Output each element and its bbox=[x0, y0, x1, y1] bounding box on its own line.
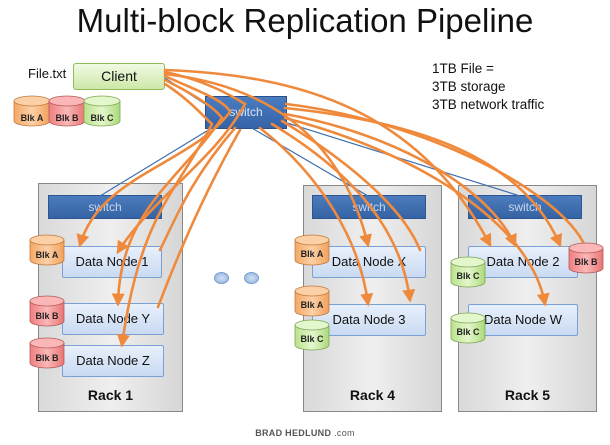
note-line-3: 3TB network traffic bbox=[432, 97, 545, 112]
pipeline-arrows bbox=[76, 68, 587, 348]
block-cylinders: Blk A Blk B Blk C Blk A Blk B Blk B Blk … bbox=[13, 95, 604, 369]
nodeX-block-label: Blk A bbox=[301, 249, 324, 259]
node1-block-a-icon bbox=[29, 234, 65, 266]
note-line-1: 1TB File = bbox=[432, 61, 494, 76]
note-line-2: 3TB storage bbox=[432, 79, 506, 94]
node2-block-b-icon bbox=[568, 242, 604, 274]
rack-5: Rack 5 bbox=[458, 185, 597, 412]
node3-top-block-label: Blk A bbox=[301, 300, 324, 310]
data-node-x: Data Node X bbox=[312, 246, 426, 278]
nodeW-block-label: Blk C bbox=[456, 327, 480, 337]
nodeZ-block-b-icon bbox=[29, 337, 65, 369]
data-node-1: Data Node 1 bbox=[62, 246, 162, 278]
client-block-a-label: Blk A bbox=[21, 113, 44, 123]
footer-brand: BRAD HEDLUND bbox=[255, 428, 332, 438]
rack-5-label: Rack 5 bbox=[504, 387, 551, 403]
client-block-b-icon bbox=[48, 95, 86, 127]
node1-block-label: Blk A bbox=[36, 250, 59, 260]
client-block-c-label: Blk C bbox=[90, 113, 114, 123]
nodeZ-block-label: Blk B bbox=[35, 353, 59, 363]
file-label: File.txt bbox=[28, 66, 67, 81]
ellipsis-dot bbox=[244, 272, 259, 284]
node2-block-c-icon bbox=[450, 256, 486, 288]
footer-credit: BRAD HEDLUND .com bbox=[0, 428, 610, 438]
rack-1-label: Rack 1 bbox=[87, 387, 134, 403]
node2-right-block-label: Blk B bbox=[574, 257, 598, 267]
node3-bottom-block-label: Blk C bbox=[300, 334, 324, 344]
nodeY-block-b-icon bbox=[29, 295, 65, 327]
storage-note: 1TB File = 3TB storage 3TB network traff… bbox=[432, 60, 544, 114]
client-block-c-icon bbox=[83, 95, 121, 127]
rack-4-label: Rack 4 bbox=[349, 387, 396, 403]
node2-left-block-label: Blk C bbox=[456, 271, 480, 281]
nodeW-block-c-icon bbox=[450, 312, 486, 344]
node3-block-a-icon bbox=[294, 285, 330, 317]
nodeX-block-a-icon bbox=[294, 234, 330, 266]
ellipsis-dot bbox=[214, 272, 229, 284]
node3-block-c-icon bbox=[294, 319, 330, 351]
nodeY-block-label: Blk B bbox=[35, 311, 59, 321]
data-node-2: Data Node 2 bbox=[468, 246, 578, 278]
client-block-b-label: Blk B bbox=[55, 113, 79, 123]
footer-suffix: .com bbox=[331, 428, 355, 438]
page-title: Multi-block Replication Pipeline bbox=[76, 2, 534, 39]
client-block-a-icon bbox=[13, 95, 51, 127]
data-node-y: Data Node Y bbox=[62, 303, 164, 335]
